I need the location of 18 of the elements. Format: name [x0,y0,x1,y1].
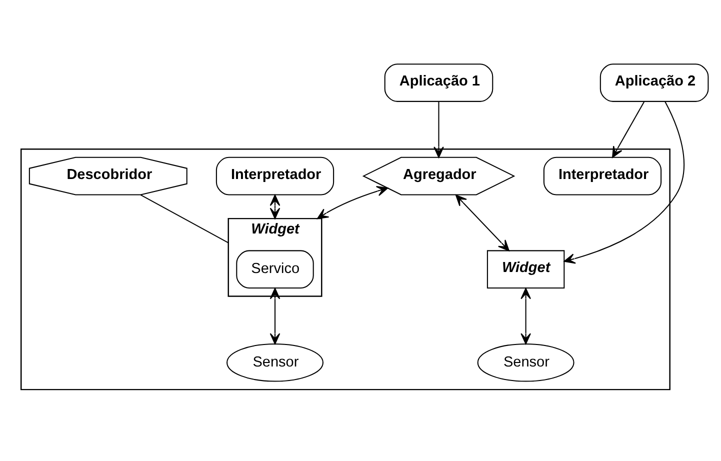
arrow [434,101,444,158]
arrow [564,101,685,264]
arrow [455,194,510,251]
node-box: Aplicação 2 [600,63,709,102]
node-box: Interpretador [216,156,334,195]
node-ellipse: Sensor [226,342,324,382]
cluster [20,148,670,390]
node-box: Widget [486,250,565,288]
node-ellipse: Sensor [477,342,574,382]
arrow [612,101,645,158]
node-box: Aplicação 1 [384,63,494,102]
arrow [270,194,280,219]
arrow [520,287,531,344]
node-box: Interpretador [543,156,662,195]
node-box: Servico [236,250,314,288]
connector [140,194,229,243]
arrow [270,287,280,344]
arrow [316,186,388,219]
